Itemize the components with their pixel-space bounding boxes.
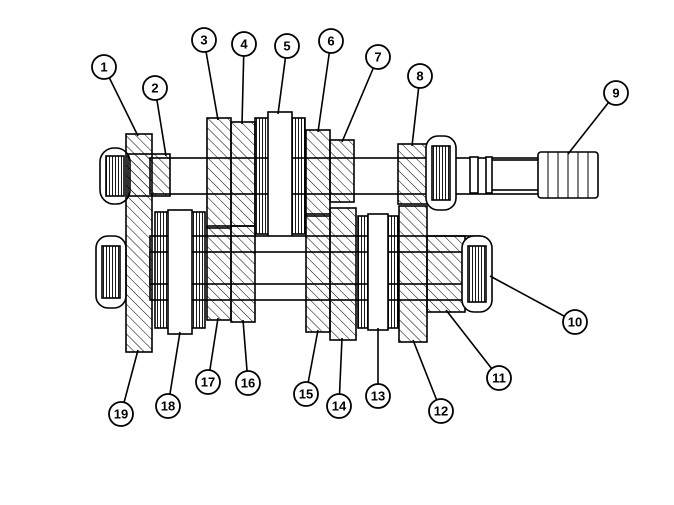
callout-15-label: 15 xyxy=(299,387,313,402)
callout-9: 9 xyxy=(603,80,629,106)
callout-10-label: 10 xyxy=(568,315,582,330)
callout-11: 11 xyxy=(486,365,512,391)
input-bearing-rollers xyxy=(105,155,125,197)
callout-4-label: 4 xyxy=(240,37,248,52)
counter-gear-17 xyxy=(206,225,232,321)
callout-11-label: 11 xyxy=(492,371,506,386)
output-bearing-rollers xyxy=(431,145,451,201)
counter-gear-16 xyxy=(230,225,256,323)
counter-gear-14 xyxy=(329,207,357,341)
synchro-5-hub xyxy=(267,111,293,241)
callout-16: 16 xyxy=(235,370,261,396)
callout-18-label: 18 xyxy=(161,399,175,414)
callout-5-label: 5 xyxy=(283,39,290,54)
callout-8: 8 xyxy=(407,63,433,89)
callout-6: 6 xyxy=(318,28,344,54)
main-gear-6 xyxy=(305,129,331,217)
callout-13-label: 13 xyxy=(371,389,385,404)
callout-14: 14 xyxy=(326,393,352,419)
counter-bearing-left-rollers xyxy=(101,245,121,299)
callout-5: 5 xyxy=(274,33,300,59)
callout-6-label: 6 xyxy=(327,34,334,49)
synchro-18-hub xyxy=(167,209,193,335)
main-gear-4 xyxy=(230,121,256,227)
output-spline-teeth xyxy=(547,152,589,198)
callout-4: 4 xyxy=(231,31,257,57)
main-gear-7 xyxy=(329,139,355,203)
main-gear-3 xyxy=(206,117,232,229)
counter-gear-19 xyxy=(125,133,153,353)
main-gear-8 xyxy=(397,143,429,205)
counter-bearing-right-rollers xyxy=(467,245,487,303)
callout-2-label: 2 xyxy=(151,81,158,96)
callout-8-label: 8 xyxy=(416,69,423,84)
callout-14-label: 14 xyxy=(332,399,347,414)
callout-12: 12 xyxy=(428,398,454,424)
callout-18: 18 xyxy=(155,393,181,419)
callout-2: 2 xyxy=(142,75,168,101)
callout-16-label: 16 xyxy=(241,376,255,391)
callout-1-label: 1 xyxy=(100,60,107,75)
callout-19: 19 xyxy=(108,401,134,427)
synchro-13-hub xyxy=(367,213,389,331)
counter-gear-11 xyxy=(426,235,466,313)
callout-17-label: 17 xyxy=(201,375,215,390)
callout-7: 7 xyxy=(365,44,391,70)
callout-1: 1 xyxy=(91,54,117,80)
main-shaft-assembly xyxy=(99,111,599,241)
callout-9-label: 9 xyxy=(612,86,619,101)
callout-7-label: 7 xyxy=(374,50,381,65)
callout-17: 17 xyxy=(195,369,221,395)
output-groove xyxy=(469,156,479,194)
counter-gear-15 xyxy=(305,213,331,333)
callout-19-label: 19 xyxy=(114,407,128,422)
callout-12-label: 12 xyxy=(434,404,448,419)
counter-gear-12 xyxy=(398,205,428,343)
callout-13: 13 xyxy=(365,383,391,409)
callout-15: 15 xyxy=(293,381,319,407)
output-groove xyxy=(485,156,493,194)
callout-10: 10 xyxy=(562,309,588,335)
callout-3: 3 xyxy=(191,27,217,53)
callout-3-label: 3 xyxy=(200,33,207,48)
